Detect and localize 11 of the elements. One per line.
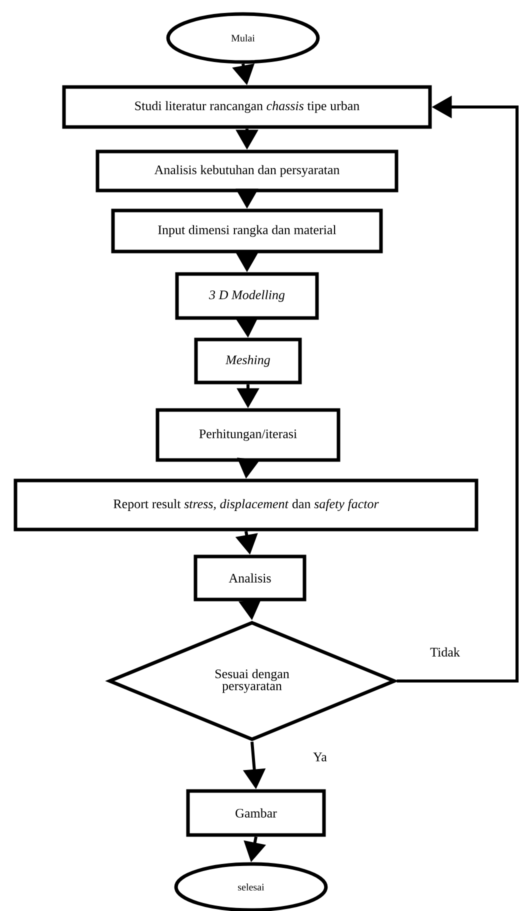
process-box: Analisis (194, 554, 306, 602)
process-box: Input dimensi rangka dan material (111, 208, 383, 254)
process-box: Report result stress, displacement dan safety factor (14, 478, 478, 532)
process-box: 3 D Modelling (175, 272, 319, 320)
process-box: Perhitungan/iterasi (156, 408, 340, 462)
process-box: Analisis kebutuhan dan persyaratan (96, 150, 398, 192)
edge-label: Ya (312, 752, 328, 762)
edge-label: Tidak (429, 646, 461, 658)
process-box: Meshing (194, 338, 302, 384)
process-box: Studi literatur rancangan chassis tipe urban (62, 85, 432, 129)
process-box: Gambar (186, 789, 326, 837)
